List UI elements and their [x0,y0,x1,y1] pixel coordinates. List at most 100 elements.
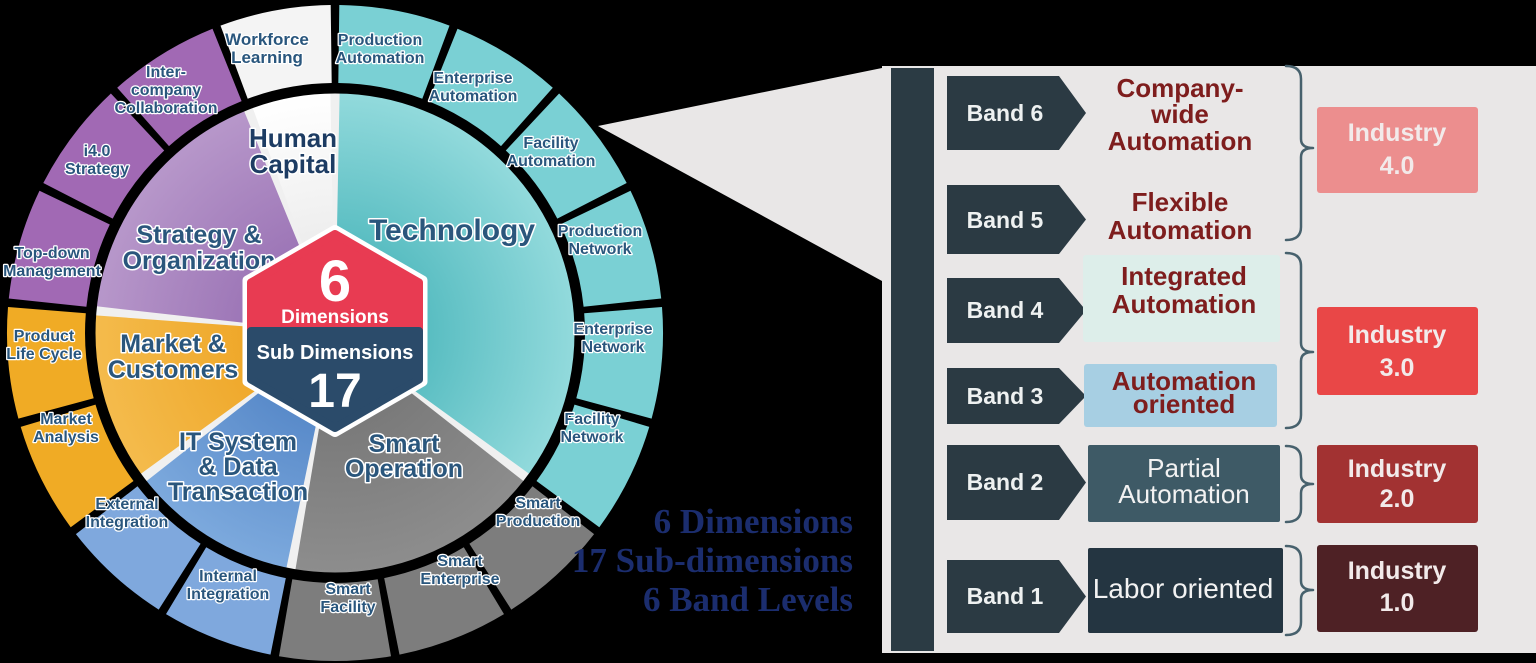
sub-dimension-slice [166,547,286,655]
sub-label: Enterprise [573,321,652,338]
sub-label: Integration [86,514,169,531]
sub-dimension-ring [6,5,664,662]
band-5-label: Band 5 [967,207,1044,233]
band-6-arrow [947,76,1086,150]
sub-label: Network [568,241,631,258]
band-6-desc-line: Company- [1116,73,1243,103]
sub-label: Facility [564,411,619,428]
sub-label: Enterprise [420,571,499,588]
sub-label: Analysis [33,429,99,446]
sub-dimension-slice [75,486,201,610]
dim-label-strategy-organization: Organization [123,247,276,275]
dim-label-it-system: & Data [198,453,278,481]
dim-label-it-system: Transaction [168,478,308,506]
center-sub-dimensions-count: 17 [308,365,361,418]
automation-oriented-box [1084,364,1277,427]
industry-3-box [1317,307,1478,395]
dimension-wedges [94,93,576,573]
sub-label: Learning [231,48,303,67]
bracket-industry-1 [1284,544,1315,637]
band-2-label: Band 2 [967,469,1044,495]
dim-label-technology: Technology [369,214,535,247]
band-3-arrow [947,368,1086,424]
sub-dimension-slice [43,93,165,219]
sub-label: Life Cycle [6,346,82,363]
integrated-automation-box [1083,255,1280,342]
dimension-labels: Technology Smart Operation IT System & D… [106,122,537,508]
sub-dimension-slice [576,307,664,419]
dim-label-smart-operation: Operation [345,455,463,483]
band-6-label: Band 6 [967,100,1044,126]
partial-automation-box [1088,445,1280,522]
industry-4-text: Industry [1348,119,1447,147]
industry-4-text: 4.0 [1380,152,1415,180]
band-4-desc-line: Integrated [1121,261,1247,291]
sub-label: Production [496,513,580,530]
caption-line-sub-dimensions: 17 Sub-dimensions [572,541,853,580]
band-3-desc-line: Automation [1112,366,1256,396]
industry-1-text: 1.0 [1380,589,1415,617]
sub-dimension-slice [20,404,134,528]
sub-label: Network [560,429,623,446]
ring-gap [82,80,588,586]
center-hexagon: 6 Dimensions Sub Dimensions 17 [242,225,428,437]
caption: 6 Dimensions 17 Sub-dimensions 6 Band Le… [572,502,853,619]
hexagon-bottom [247,327,423,432]
sub-dimension-slice [469,486,595,610]
industry-2-text: Industry [1348,455,1447,483]
sub-label: Integration [187,586,270,603]
sub-label: Automation [336,50,425,67]
sub-label: Facility [320,599,375,616]
sub-label: Network [581,339,644,356]
industry-3-text: Industry [1348,321,1447,349]
dim-label-market-customers: Customers [108,356,239,384]
dim-label-strategy-organization: Strategy & [136,221,261,249]
dim-label-human-capital: Human [249,123,337,153]
band-1-label: Band 1 [967,583,1044,609]
sub-dimension-slice [428,28,553,147]
sub-label: Strategy [65,161,129,178]
sub-label: Market [40,411,92,428]
sub-dimension-slice [536,404,650,528]
band-6-desc-line: Automation [1108,126,1252,156]
dim-label-it-system: IT System [179,428,297,456]
band-2-arrow [947,445,1086,520]
industry-1-text: Industry [1348,557,1447,585]
sub-label: Smart [437,553,483,570]
labor-oriented-box [1088,548,1283,633]
sunburst-diagram: Production Automation Enterprise Automat… [2,5,664,662]
panel-left-bar [891,68,934,651]
sub-label: Production [558,223,642,240]
dim-label-market-customers: Market & [120,330,226,358]
band-4-arrow [947,278,1086,343]
sub-label: Product [14,328,75,345]
sub-label: Facility [523,135,578,152]
band-5-desc-line: Flexible [1132,187,1229,217]
sub-label: Top-down [14,245,89,262]
industry-2-text: 2.0 [1380,485,1415,513]
callout-beam [598,68,882,281]
band-3-desc-line: oriented [1133,389,1236,419]
sub-label: Enterprise [433,70,512,87]
industry-3-text: 3.0 [1380,354,1415,382]
industry-2-box [1317,445,1478,523]
sub-label: Smart [325,581,371,598]
sub-dimension-labels: Production Automation Enterprise Automat… [2,29,654,618]
sub-dimension-slice [6,307,94,419]
band-2-desc-line: Partial [1147,453,1221,483]
bracket-industry-3 [1284,251,1315,430]
sub-dimension-slice [505,93,627,219]
bracket-industry-4 [1284,64,1315,242]
dim-label-human-capital: Capital [250,149,337,179]
sub-label: company [131,82,201,99]
band-4-label: Band 4 [967,297,1044,323]
band-1-arrow [947,560,1086,633]
sub-dimension-slice [8,190,110,307]
sub-dimension-slice [384,547,504,655]
sub-label: Smart [515,495,561,512]
band-3-label: Band 3 [967,383,1044,409]
band-level-panel: Band 6 Band 5 Band 4 Band 3 Band 2 Band … [882,64,1536,653]
sub-label: Inter- [146,64,186,81]
sub-label: Automation [507,153,596,170]
